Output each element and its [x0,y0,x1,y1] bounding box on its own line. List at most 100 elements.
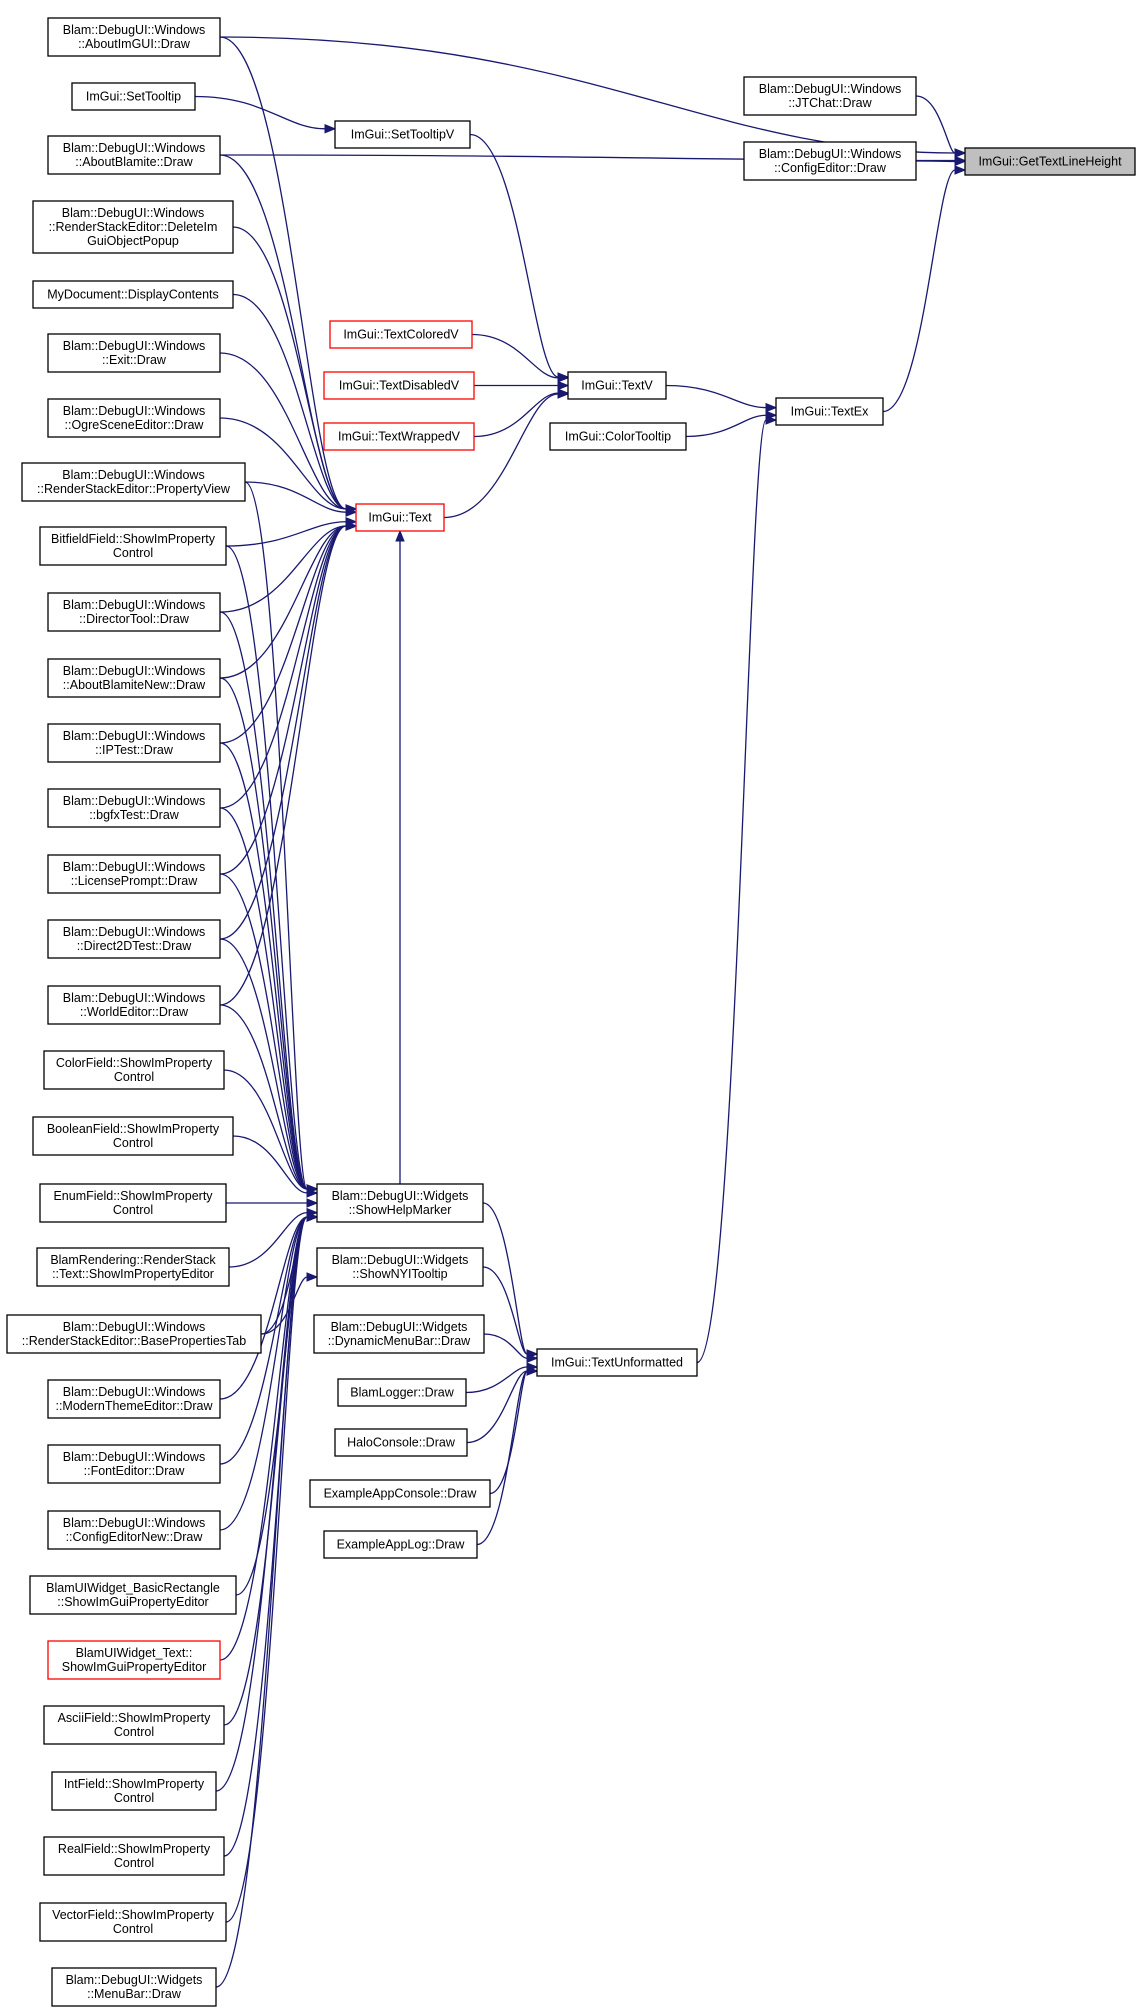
edge-show-help-marker-to-text [395,529,405,1184]
node-label: ColorField::ShowImProperty [56,1056,213,1070]
node-label: Blam::DebugUI::Windows [63,598,205,612]
node-label: ShowImGuiPropertyEditor [62,1660,207,1674]
node-label: ::FontEditor::Draw [84,1464,186,1478]
node-example-app-log[interactable]: ExampleAppLog::Draw [323,1530,478,1559]
node-render-stack-text[interactable]: BlamRendering::RenderStack::Text::ShowIm… [36,1247,230,1287]
node-box [43,1836,225,1876]
node-box [47,333,221,373]
node-label: Blam::DebugUI::Windows [759,147,901,161]
node-director-tool[interactable]: Blam::DebugUI::Windows::DirectorTool::Dr… [47,592,221,632]
node-text-disabled-v[interactable]: ImGui::TextDisabledV [323,371,475,400]
nodes-layer: ImGui::GetTextLineHeightBlam::DebugUI::W… [6,17,1136,2007]
node-label: ::Text::ShowImPropertyEditor [52,1267,214,1281]
edge-line [219,525,347,940]
node-halo-console[interactable]: HaloConsole::Draw [334,1428,468,1457]
node-config-editor-new[interactable]: Blam::DebugUI::Windows::ConfigEditorNew:… [47,1510,221,1550]
node-font-editor[interactable]: Blam::DebugUI::Windows::FontEditor::Draw [47,1444,221,1484]
node-text[interactable]: ImGui::Text [355,503,445,532]
node-label: ImGui::Text [368,511,432,525]
node-ogre-scene-editor[interactable]: Blam::DebugUI::Windows::OgreSceneEditor:… [47,398,221,438]
node-text-ex[interactable]: ImGui::TextEx [775,397,884,426]
edge-line [219,525,347,613]
node-label: Blam::DebugUI::Windows [63,141,205,155]
edge-set-tooltip-to-set-tooltip-v [194,95,337,134]
node-box [47,592,221,632]
node-text-unformatted[interactable]: ImGui::TextUnformatted [536,1348,698,1377]
node-box [47,658,221,698]
node-text-wrapped-v[interactable]: ImGui::TextWrappedV [323,422,475,451]
node-bgfx-test[interactable]: Blam::DebugUI::Windows::bgfxTest::Draw [47,788,221,828]
edge-arrowhead [557,389,570,399]
node-label: AsciiField::ShowImProperty [58,1711,212,1725]
edge-base-properties-tab-to-show-nyitooltip [260,1272,319,1335]
edge-line [225,521,347,547]
node-basic-rectangle[interactable]: BlamUIWidget_BasicRectangle::ShowImGuiPr… [29,1575,237,1615]
edge-world-editor-to-text [219,521,358,1006]
node-property-view[interactable]: Blam::DebugUI::Windows::RenderStackEdito… [21,462,246,502]
edge-blam-logger-to-text-unformatted [465,1362,539,1394]
node-widget-text[interactable]: BlamUIWidget_Text::ShowImGuiPropertyEdit… [47,1640,221,1680]
node-label: ImGui::TextUnformatted [551,1356,683,1370]
edge-property-view-to-text [244,481,358,517]
node-base-properties-tab[interactable]: Blam::DebugUI::Windows::RenderStackEdito… [6,1314,262,1354]
node-dynamic-menu-bar[interactable]: Blam::DebugUI::Widgets::DynamicMenuBar::… [313,1314,485,1354]
node-world-editor[interactable]: Blam::DebugUI::Windows::WorldEditor::Dra… [47,985,221,1025]
node-text-colored-v[interactable]: ImGui::TextColoredV [329,320,473,349]
node-label: Blam::DebugUI::Windows [63,729,205,743]
node-get-text-line-height[interactable]: ImGui::GetTextLineHeight [964,147,1136,176]
node-label: HaloConsole::Draw [347,1436,456,1450]
node-exit[interactable]: Blam::DebugUI::Windows::Exit::Draw [47,333,221,373]
node-menu-bar[interactable]: Blam::DebugUI::Widgets::MenuBar::Draw [51,1967,217,2007]
node-display-contents[interactable]: MyDocument::DisplayContents [32,280,234,309]
node-label: Blam::DebugUI::Windows [63,1516,205,1530]
edge-line [665,384,767,409]
edge-line [219,1216,308,1531]
node-config-editor[interactable]: Blam::DebugUI::Windows::ConfigEditor::Dr… [743,141,917,181]
node-direct2-dtest[interactable]: Blam::DebugUI::Windows::Direct2DTest::Dr… [47,919,221,959]
node-set-tooltip[interactable]: ImGui::SetTooltip [71,82,196,111]
node-iptest[interactable]: Blam::DebugUI::Windows::IPTest::Draw [47,723,221,763]
node-about-blamite[interactable]: Blam::DebugUI::Windows::AboutBlamite::Dr… [47,135,221,175]
node-jtchat[interactable]: Blam::DebugUI::Windows::JTChat::Draw [743,76,917,116]
node-label: ::Exit::Draw [102,353,167,367]
node-box [43,1050,225,1090]
node-box [549,422,687,451]
edge-line [219,873,308,1190]
node-blam-logger[interactable]: BlamLogger::Draw [337,1378,467,1407]
node-about-im-gui[interactable]: Blam::DebugUI::Windows::AboutImGUI::Draw [47,17,221,57]
node-set-tooltip-v[interactable]: ImGui::SetTooltipV [334,120,471,149]
node-box [51,1771,217,1811]
node-label: Blam::DebugUI::Windows [62,206,204,220]
node-box [47,854,221,894]
edge-line [223,1216,308,1857]
node-box [71,82,196,111]
edge-arrowhead [526,1366,539,1376]
node-about-blamite-new[interactable]: Blam::DebugUI::Windows::AboutBlamiteNew:… [47,658,221,698]
node-show-nyitooltip[interactable]: Blam::DebugUI::Widgets::ShowNYITooltip [316,1247,484,1287]
node-label: ImGui::SetTooltipV [351,128,455,142]
node-label: Control [113,1922,153,1936]
node-license-prompt[interactable]: Blam::DebugUI::Windows::LicensePrompt::D… [47,854,221,894]
node-box [32,1116,234,1156]
node-color-tooltip[interactable]: ImGui::ColorTooltip [549,422,687,451]
node-modern-theme-editor[interactable]: Blam::DebugUI::Windows::ModernThemeEdito… [47,1379,221,1419]
edges-layer [194,36,967,1988]
edge-line [228,1211,308,1268]
node-label: VectorField::ShowImProperty [52,1908,215,1922]
node-delete-im-gui-object-popup[interactable]: Blam::DebugUI::Windows::RenderStackEdito… [32,200,234,254]
node-example-app-console[interactable]: ExampleAppConsole::Draw [309,1479,491,1508]
node-label: RealField::ShowImProperty [58,1842,211,1856]
node-show-help-marker[interactable]: Blam::DebugUI::Widgets::ShowHelpMarker [316,1183,484,1223]
edge-arrowhead [306,1198,319,1208]
node-label: BlamUIWidget_BasicRectangle [46,1581,220,1595]
edge-enum-field-to-show-help-marker [226,1198,319,1208]
node-text-v[interactable]: ImGui::TextV [567,371,667,400]
